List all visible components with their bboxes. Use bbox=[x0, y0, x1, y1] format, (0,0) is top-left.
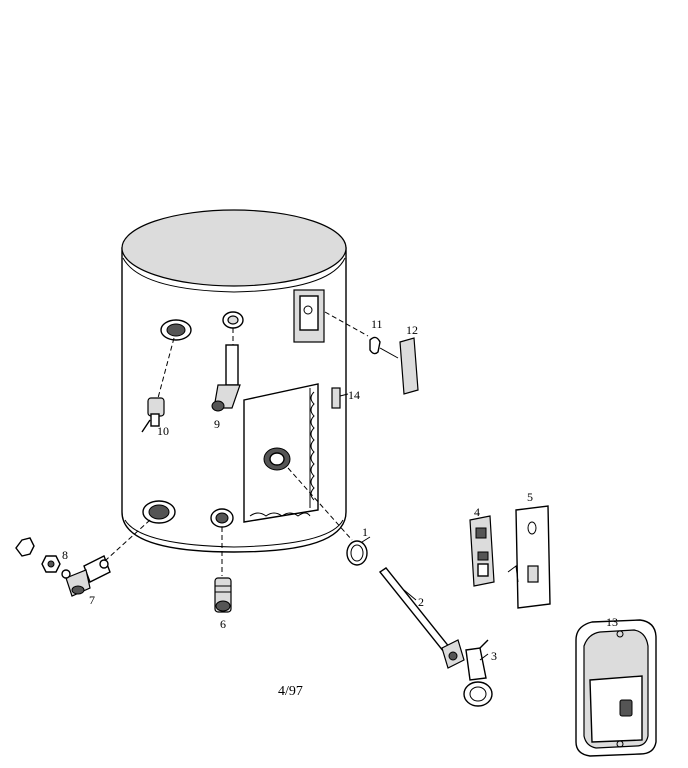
part-9-nipple bbox=[211, 344, 241, 412]
part-4-thermostat bbox=[469, 515, 495, 587]
part-7-8-drain-valve bbox=[15, 537, 111, 597]
tank-top-fittings bbox=[157, 311, 244, 399]
callout-6: 6 bbox=[220, 617, 226, 631]
callout-2: 2 bbox=[418, 595, 424, 609]
part-6-nipple bbox=[214, 577, 232, 613]
date-code: 4/97 bbox=[278, 684, 303, 699]
upper-access-panel bbox=[293, 289, 369, 343]
callout-9: 9 bbox=[214, 417, 220, 431]
part-10-relief-valve bbox=[141, 397, 165, 433]
callout-12: 12 bbox=[406, 323, 418, 337]
part-1-gasket bbox=[346, 540, 368, 566]
callout-10: 10 bbox=[157, 424, 169, 438]
part-11-clip bbox=[369, 336, 399, 359]
callout-4: 4 bbox=[474, 505, 480, 519]
part-12-cover bbox=[399, 337, 419, 395]
tank-bottom-fittings bbox=[105, 500, 234, 576]
part-5-bracket-plate bbox=[507, 505, 551, 609]
callout-1: 1 bbox=[362, 525, 368, 539]
callout-5: 5 bbox=[527, 490, 533, 504]
callout-14: 14 bbox=[348, 388, 360, 402]
callout-7: 7 bbox=[89, 593, 95, 607]
part-3-bracket bbox=[463, 639, 493, 707]
part-2-heating-element bbox=[378, 567, 465, 669]
callout-3: 3 bbox=[491, 649, 497, 663]
callout-8: 8 bbox=[62, 548, 68, 562]
part-13-access-cover bbox=[575, 619, 657, 757]
leader-lines bbox=[339, 393, 489, 661]
callout-11: 11 bbox=[371, 317, 383, 331]
callout-13: 13 bbox=[606, 615, 618, 629]
lower-access-opening bbox=[243, 383, 353, 541]
